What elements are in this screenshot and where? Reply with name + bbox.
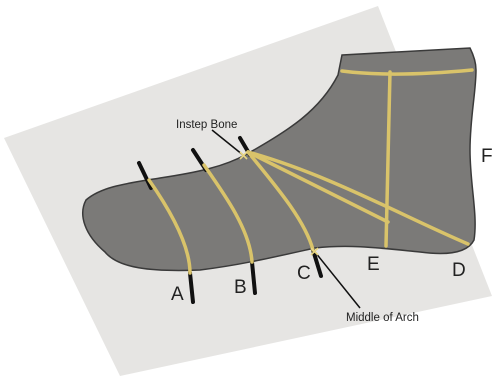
x-marker-icon [310,247,319,256]
tick-a-top [137,161,153,190]
line-e [384,70,392,248]
line-f [340,68,474,76]
line-d [246,150,470,246]
foot-silhouette [82,47,477,272]
line-heel-diagonal [246,150,390,224]
middle-of-arch-label: Middle of Arch [346,312,419,324]
tick-b-bottom [250,260,257,295]
label-a: A [171,284,184,305]
label-e: E [367,254,380,275]
label-d: D [452,260,466,281]
line-c [246,150,315,252]
measurement-lines [147,68,474,275]
label-f: F [481,146,493,167]
line-a [147,178,192,275]
tick-c-bottom [311,248,323,278]
leader-lines [211,129,361,309]
arch-leader [314,251,361,309]
instep-leader [211,129,244,156]
instep-bone-label: Instep Bone [176,119,237,131]
tick-a-bottom [188,271,195,304]
line-b [202,163,254,264]
x-marker-icon [239,151,248,160]
label-c: C [297,263,311,284]
label-b: B [234,277,247,298]
